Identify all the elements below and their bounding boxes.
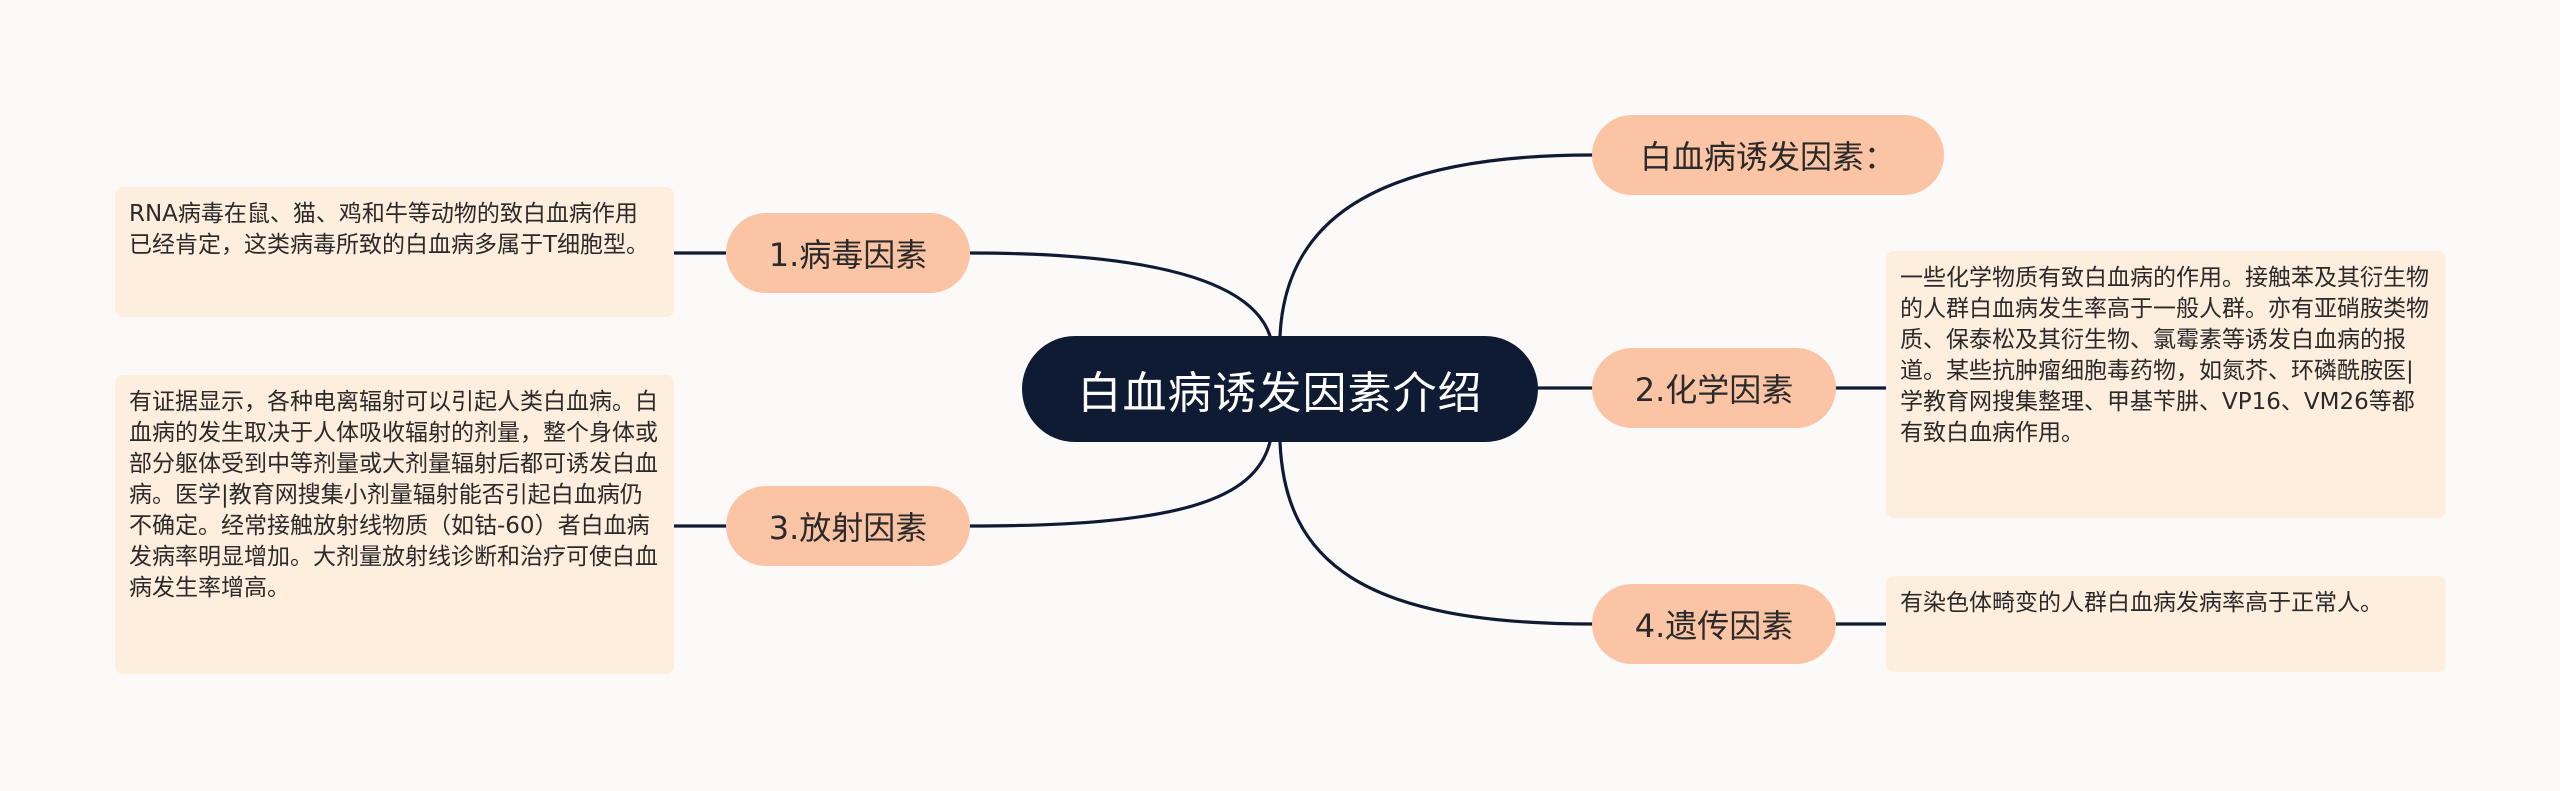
leaf-node-virus[interactable]: RNA病毒在鼠、猫、鸡和牛等动物的致白血病作用已经肯定，这类病毒所致的白血病多属… — [115, 187, 674, 317]
leaf-node-genetic[interactable]: 有染色体畸变的人群白血病发病率高于正常人。 — [1886, 576, 2446, 672]
branch-node-intro[interactable]: 白血病诱发因素： — [1592, 115, 1944, 195]
leaf-node-chemical[interactable]: 一些化学物质有致白血病的作用。接触苯及其衍生物的人群白血病发生率高于一般人群。亦… — [1886, 251, 2446, 518]
branch-node-radiation[interactable]: 3.放射因素 — [726, 486, 970, 566]
connector-root-genetic — [1278, 440, 1594, 626]
connector-root-radiation — [968, 440, 1272, 528]
leaf-node-radiation[interactable]: 有证据显示，各种电离辐射可以引起人类白血病。白血病的发生取决于人体吸收辐射的剂量… — [115, 375, 674, 674]
connector-root-intro — [1278, 153, 1594, 338]
connector-root-virus — [968, 251, 1272, 338]
branch-node-chemical[interactable]: 2.化学因素 — [1592, 348, 1836, 428]
root-node[interactable]: 白血病诱发因素介绍 — [1022, 336, 1538, 442]
branch-node-genetic[interactable]: 4.遗传因素 — [1592, 584, 1836, 664]
branch-node-virus[interactable]: 1.病毒因素 — [726, 213, 970, 293]
